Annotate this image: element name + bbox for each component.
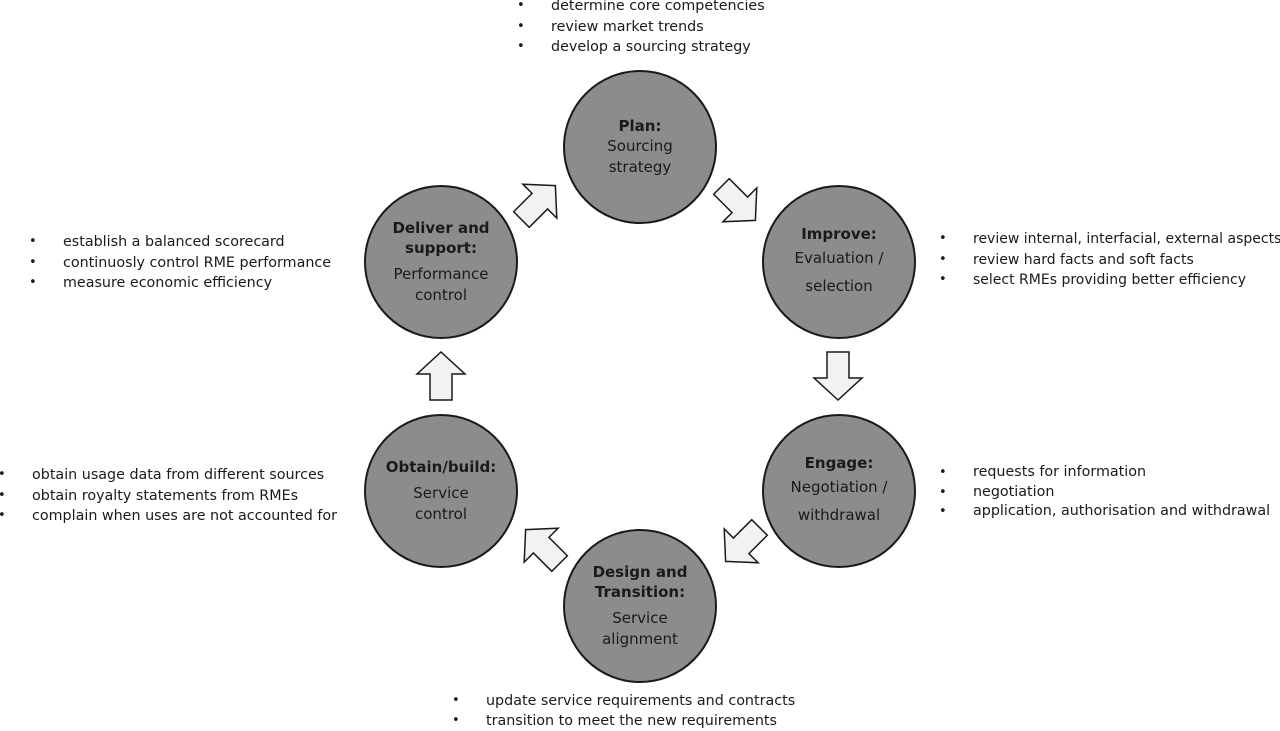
arrow-improve-to-engage bbox=[812, 351, 864, 402]
stage-subtitle: Negotiation / withdrawal bbox=[790, 478, 888, 524]
arrow-plan-to-improve bbox=[712, 177, 758, 223]
list-item: complain when uses are not accounted for bbox=[0, 506, 337, 527]
list-item: establish a balanced scorecard bbox=[29, 232, 331, 253]
list-item: application, authorisation and withdrawa… bbox=[939, 502, 1270, 522]
stage-subtitle: Service alignment bbox=[602, 609, 678, 648]
list-item: negotiation bbox=[939, 483, 1270, 503]
list-item: continuosly control RME performance bbox=[29, 253, 331, 274]
stage-subtitle: Service control bbox=[413, 484, 469, 523]
stage-engage: Engage: Negotiation / withdrawal bbox=[762, 414, 916, 568]
stage-deliver: Deliver and support: Performance control bbox=[364, 185, 518, 339]
stage-title: Obtain/build: bbox=[385, 458, 497, 476]
list-item: select RMEs providing better efficiency bbox=[939, 270, 1280, 291]
arrow-engage-to-design bbox=[723, 518, 769, 564]
stage-title: Engage: bbox=[804, 454, 874, 472]
stage-obtain: Obtain/build: Service control bbox=[364, 414, 518, 568]
list-item: review market trends bbox=[517, 17, 765, 38]
list-item: obtain royalty statements from RMEs bbox=[0, 486, 337, 507]
list-item: review internal, interfacial, external a… bbox=[939, 229, 1280, 250]
stage-title: Improve: bbox=[801, 225, 877, 243]
stage-subtitle: Evaluation / selection bbox=[794, 249, 884, 295]
stage-plan: Plan: Sourcing strategy bbox=[563, 70, 717, 224]
list-item: measure economic efficiency bbox=[29, 273, 331, 294]
stage-improve: Improve: Evaluation / selection bbox=[762, 185, 916, 339]
list-item: develop a sourcing strategy bbox=[517, 37, 765, 58]
stage-title: Deliver and support: bbox=[392, 219, 490, 257]
arrow-deliver-to-plan bbox=[512, 183, 558, 229]
arrow-obtain-to-deliver bbox=[415, 350, 467, 401]
list-item: transition to meet the new requirements bbox=[452, 711, 795, 731]
list-item: review hard facts and soft facts bbox=[939, 250, 1280, 271]
bullets-plan: determine core competencies review marke… bbox=[517, 0, 765, 58]
list-item: determine core competencies bbox=[517, 0, 765, 17]
stage-title: Design and Transition: bbox=[592, 563, 688, 601]
bullets-obtain: obtain usage data from different sources… bbox=[0, 465, 337, 527]
bullets-design: update service requirements and contract… bbox=[452, 691, 795, 731]
list-item: update service requirements and contract… bbox=[452, 691, 795, 711]
stage-title: Plan: bbox=[618, 117, 662, 135]
stage-design: Design and Transition: Service alignment bbox=[563, 529, 717, 683]
bullets-improve: review internal, interfacial, external a… bbox=[939, 229, 1280, 291]
bullets-engage: requests for information negotiation app… bbox=[939, 463, 1270, 522]
bullets-deliver: establish a balanced scorecard continuos… bbox=[29, 232, 331, 294]
list-item: requests for information bbox=[939, 463, 1270, 483]
stage-subtitle: Sourcing strategy bbox=[607, 137, 673, 176]
arrow-design-to-obtain bbox=[523, 527, 569, 573]
list-item: obtain usage data from different sources bbox=[0, 465, 337, 486]
stage-subtitle: Performance control bbox=[393, 265, 489, 304]
